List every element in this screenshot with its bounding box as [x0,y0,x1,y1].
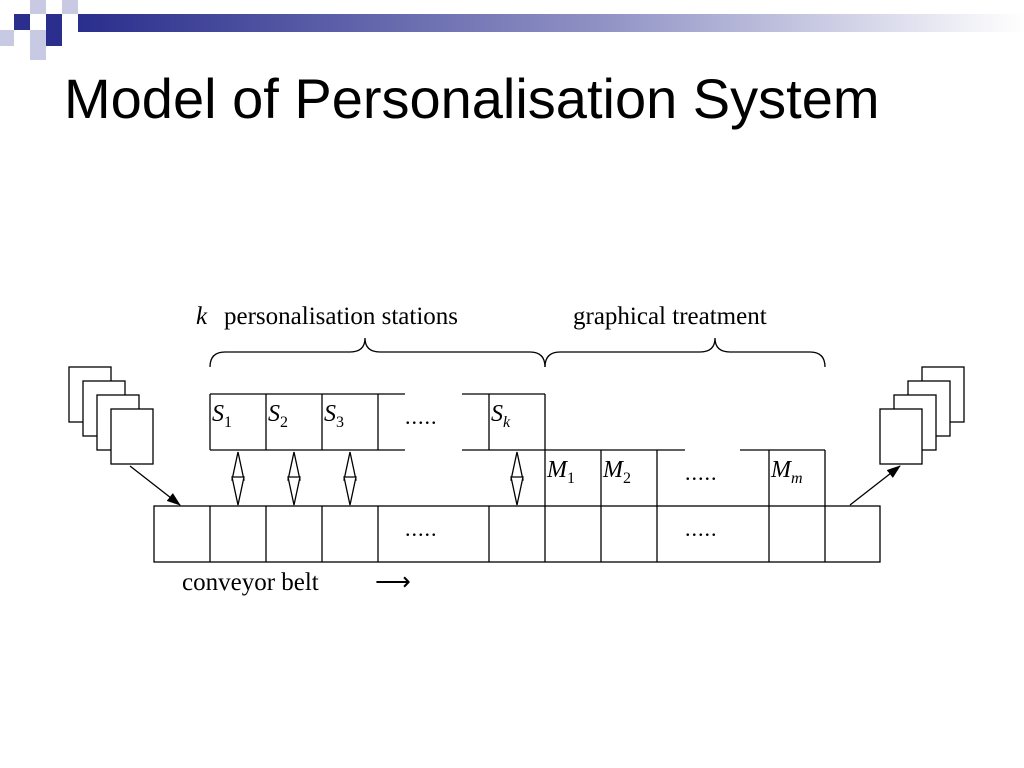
deco-square [30,30,46,46]
treatment-brace [544,337,826,368]
conveyor-belt [153,505,881,563]
input-feed-arrow [129,465,181,506]
deco-square [62,0,78,14]
deco-square [46,30,62,46]
stations-brace [209,337,546,368]
deco-square [0,30,14,46]
corner-decoration [0,0,1024,60]
treatment-dots: ..... [685,460,718,485]
output-feed-arrow [849,465,901,506]
deco-square [30,0,46,14]
station-sk: Sk [491,401,511,431]
conveyor-belt-label: conveyor belt [182,569,319,596]
station-belt-arrows [231,451,524,506]
header-gradient-bar [78,14,1024,32]
treatment-label: graphical treatment [573,303,767,330]
station-dots: ..... [405,404,438,429]
double-arrow [231,451,245,506]
belt-dots-left: ..... [405,516,438,541]
deco-square [14,14,30,30]
conveyor-belt-arrow: ⟶ [375,569,411,596]
treatment-mm: Mm [770,457,803,487]
double-arrow [510,451,524,506]
output-card-stack [879,366,965,465]
station-row [209,393,546,451]
deco-square [30,46,46,60]
treatment-row [544,449,826,506]
input-card-stack [68,366,154,465]
treatment-m2: M2 [602,457,631,487]
station-s1: S1 [212,401,232,431]
station-s2: S2 [268,401,288,431]
double-arrow [287,451,301,506]
slide-title: Model of Personalisation System [64,67,880,130]
stations-var-label: k [196,303,208,330]
station-s3: S3 [324,401,344,431]
deco-square [46,14,62,30]
stations-label: personalisation stations [224,303,458,330]
treatment-m1: M1 [546,457,575,487]
double-arrow [343,451,357,506]
belt-dots-right: ..... [685,516,718,541]
